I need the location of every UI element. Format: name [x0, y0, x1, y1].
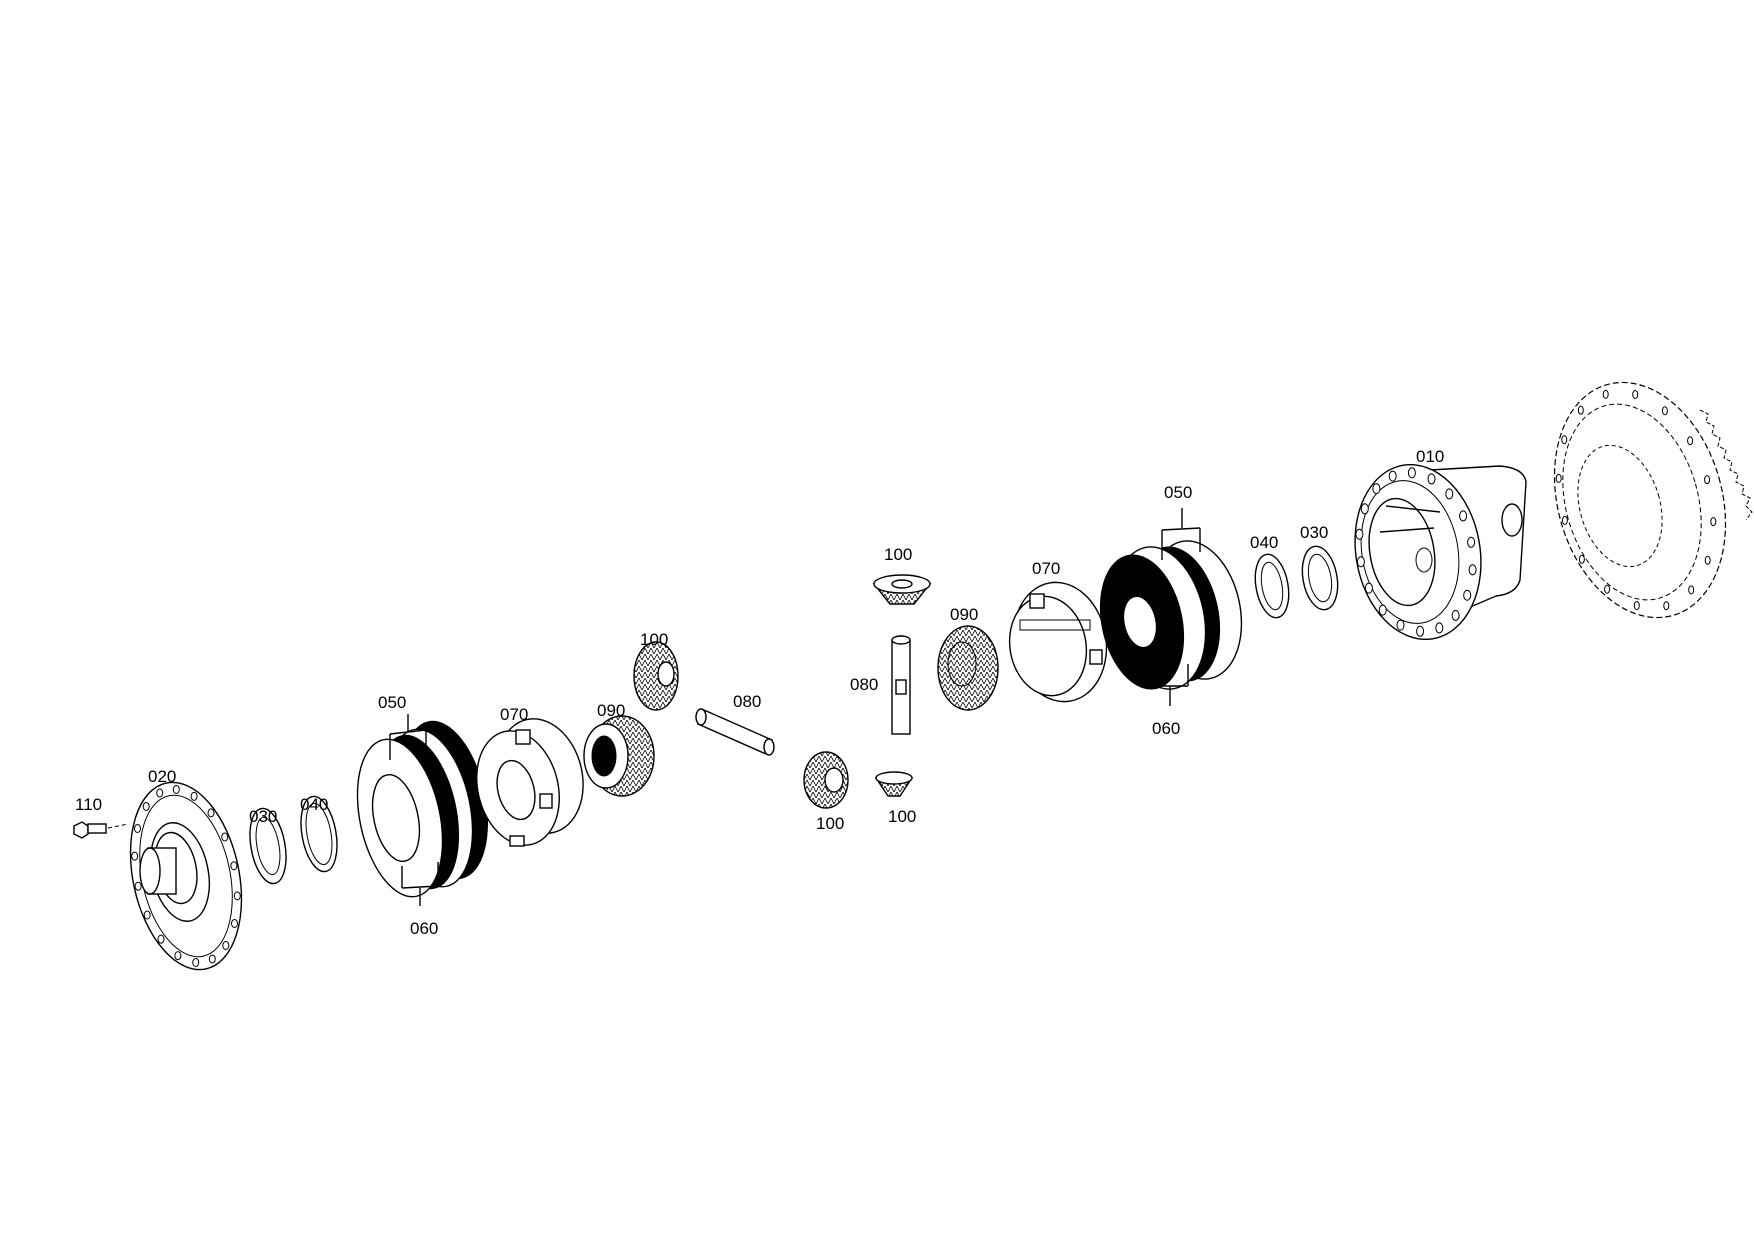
washer-040-right: [1254, 553, 1290, 619]
bolt-hole: [1633, 601, 1640, 610]
bolt-hole: [207, 808, 215, 818]
side-gear-090-right: [937, 625, 999, 711]
bolt-hole: [1688, 585, 1695, 595]
label-030-right: 030: [1300, 523, 1328, 542]
bolt-hole: [131, 851, 139, 861]
bolt-hole: [190, 791, 198, 801]
bolt-hole: [1378, 604, 1387, 616]
bolt-hole: [1427, 473, 1436, 485]
bolt-hole: [134, 824, 141, 833]
bolt-hole: [1364, 582, 1373, 594]
side-gear-090-left: [583, 715, 655, 797]
label-030-left: 030: [249, 807, 277, 826]
bolt-hole: [222, 941, 230, 950]
carrier-070-right: [1008, 581, 1108, 703]
bolt-hole: [172, 785, 180, 794]
label-060-left: 060: [410, 919, 438, 938]
flange-cover-020: [129, 781, 243, 971]
clutch-pack-left: [356, 714, 489, 906]
label-040-left: 040: [300, 795, 328, 814]
bolt-hole: [1661, 406, 1668, 416]
bolt-hole: [143, 910, 151, 920]
washer-030-left: [249, 807, 287, 885]
label-080-left: 080: [733, 692, 761, 711]
label-040-right: 040: [1250, 533, 1278, 552]
bolt-hole: [1416, 625, 1425, 637]
label-070-left: 070: [500, 705, 528, 724]
label-050-right: 050: [1164, 483, 1192, 502]
bolt-hole: [174, 951, 182, 961]
bolt-holes: [1355, 467, 1477, 637]
washer-040-left: [300, 795, 338, 873]
label-090-left: 090: [597, 701, 625, 720]
label-100-lower-right: 100: [888, 807, 916, 826]
bolt-hole: [208, 954, 216, 964]
shaft-080-left: [695, 708, 775, 756]
bolt-hole: [142, 802, 150, 811]
label-050-left: 050: [378, 693, 406, 712]
label-010: 010: [1416, 447, 1444, 466]
bolt-hole: [192, 958, 200, 967]
bolt-hole: [1561, 515, 1568, 525]
bolt-hole: [1710, 517, 1717, 527]
bolt-hole: [1372, 483, 1381, 495]
pinion-100-lower-left: [803, 751, 849, 809]
bolt-hole: [1445, 488, 1454, 500]
bolt-hole: [1561, 435, 1568, 445]
bolt-hole: [1467, 536, 1476, 548]
bolt-hole: [1463, 589, 1472, 601]
label-100-upper-left: 100: [640, 630, 668, 649]
pinion-100-top: [872, 574, 932, 605]
bolt-hole: [233, 891, 241, 901]
carrier-070-left: [476, 718, 584, 847]
shaft-080-right: [891, 635, 911, 735]
bolt-hole: [1459, 510, 1468, 522]
bolt-hole: [134, 881, 142, 891]
bolt-hole: [221, 832, 229, 842]
clutch-pack-right: [1099, 508, 1243, 706]
bolt-hole: [156, 788, 164, 798]
bolt-hole: [230, 861, 238, 871]
label-100-top: 100: [884, 545, 912, 564]
bolt-holes: [1555, 389, 1717, 611]
bolt-hole: [1704, 475, 1711, 485]
bolt-hole: [1602, 389, 1609, 399]
bolt-hole: [231, 919, 238, 928]
crown-gear: [1553, 381, 1753, 619]
label-100-lower-left: 100: [816, 814, 844, 833]
bolt-hole: [1435, 622, 1444, 634]
bolt-hole: [1451, 609, 1460, 621]
bolt-hole: [1687, 436, 1694, 446]
bolt-hole: [1356, 556, 1365, 568]
bolt-hole: [1355, 528, 1364, 540]
bolt-hole: [1388, 470, 1397, 482]
bolt-hole: [1555, 473, 1562, 483]
label-080-right: 080: [850, 675, 878, 694]
bolt-hole: [1663, 601, 1670, 611]
bolt-hole: [1577, 405, 1584, 415]
label-020: 020: [148, 767, 176, 786]
label-060-right: 060: [1152, 719, 1180, 738]
bolt-hole: [1468, 564, 1477, 576]
housing-010: [1354, 463, 1527, 641]
bolt-hole: [1396, 619, 1405, 631]
pinion-100-lower-right: [874, 771, 914, 797]
label-070-right: 070: [1032, 559, 1060, 578]
bolt-holes: [131, 785, 241, 967]
washer-030-right: [1301, 545, 1339, 611]
label-090-right: 090: [950, 605, 978, 624]
bolt-hole: [1604, 584, 1611, 594]
bolt-hole: [1360, 503, 1369, 515]
label-110: 110: [75, 795, 102, 814]
bolt-hole: [157, 934, 165, 944]
bolt-hole: [1578, 554, 1585, 564]
bolt-hole: [1704, 555, 1711, 565]
bolt-hole: [1407, 467, 1416, 479]
pinion-100-upper-left: [633, 641, 679, 711]
bolt-110: [73, 821, 129, 839]
bolt-hole: [1632, 390, 1639, 399]
